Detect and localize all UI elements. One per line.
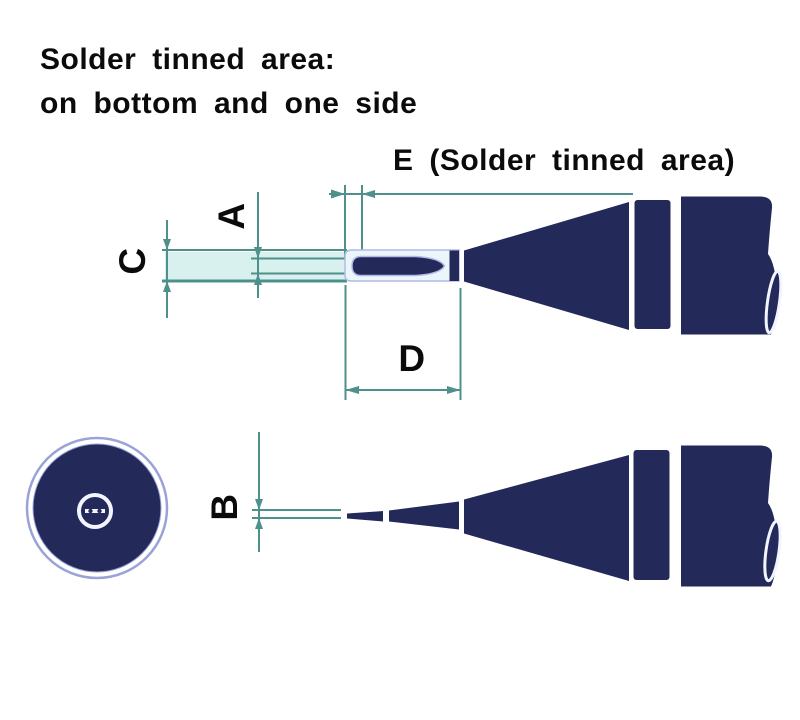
label-d: D bbox=[398, 338, 426, 379]
label-b: B bbox=[204, 493, 245, 521]
dimension-a bbox=[251, 192, 347, 298]
c-arrow-bottom bbox=[163, 281, 171, 292]
cone-top-view bbox=[464, 202, 629, 330]
title-line-2: on bottom and one side bbox=[40, 87, 418, 120]
solder-tinned-oval bbox=[351, 255, 446, 277]
break-symbol-top-view bbox=[764, 269, 783, 335]
dimension-c bbox=[162, 220, 347, 318]
collar-band-top-view bbox=[634, 200, 671, 329]
b-arrow-bottom bbox=[255, 518, 263, 529]
label-c: C bbox=[112, 247, 153, 275]
e-arrow-left bbox=[331, 189, 345, 199]
a-arrow-top bbox=[254, 247, 262, 259]
blade-wedge-front bbox=[347, 511, 383, 522]
diagram-title: Solder tinned area: on bottom and one si… bbox=[40, 38, 417, 126]
slot-dot-left bbox=[88, 508, 93, 514]
e-arrow-right bbox=[362, 190, 375, 198]
label-a: A bbox=[211, 202, 252, 230]
side-view bbox=[252, 432, 782, 587]
neck-bar bbox=[449, 250, 459, 281]
dimension-d bbox=[344, 285, 462, 400]
c-arrow-top bbox=[163, 239, 171, 250]
d-arrow-right bbox=[447, 386, 461, 394]
front-view bbox=[25, 436, 169, 580]
outer-ring bbox=[25, 436, 169, 580]
shaft-block-top-view bbox=[681, 196, 778, 335]
shaft-block-side-view bbox=[681, 445, 778, 587]
projection-band bbox=[165, 252, 347, 280]
dimension-e bbox=[329, 185, 633, 260]
collar-band-side-view bbox=[633, 450, 670, 580]
break-symbol-side-view bbox=[763, 519, 782, 583]
dimension-b bbox=[252, 432, 341, 552]
label-e: E (Solder tinned area) bbox=[393, 144, 736, 177]
top-view bbox=[162, 185, 783, 400]
slot-dot-right bbox=[97, 508, 102, 514]
blade-wedge-rear bbox=[389, 501, 459, 530]
b-arrow-top bbox=[255, 499, 263, 510]
title-line-1: Solder tinned area: bbox=[40, 43, 336, 76]
d-arrow-left bbox=[345, 386, 359, 394]
a-arrow-bottom bbox=[254, 273, 262, 285]
cone-side-view bbox=[464, 455, 629, 581]
